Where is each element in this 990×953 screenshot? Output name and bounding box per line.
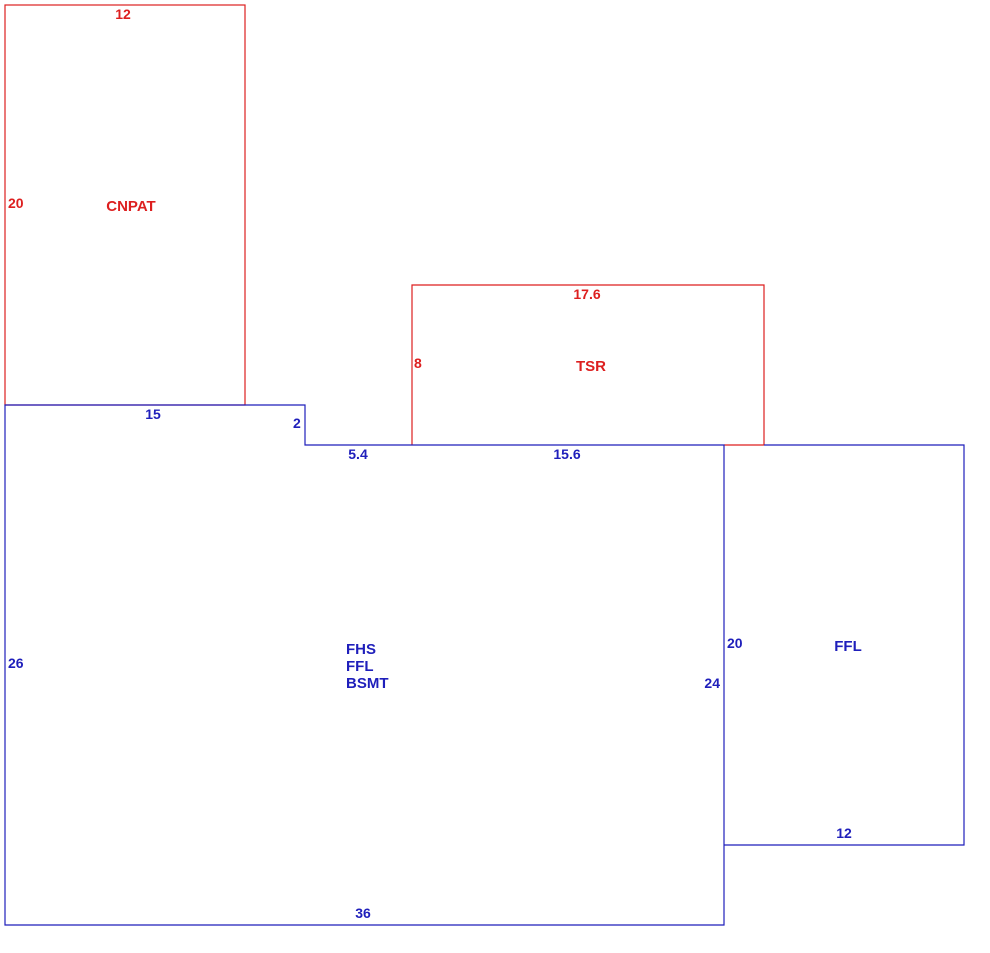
main-dim-left: 26 xyxy=(8,655,24,671)
tsr-area: 17.6 8 TSR xyxy=(411,284,765,446)
ffl-outline xyxy=(724,444,965,846)
tsr-dim-top: 17.6 xyxy=(573,286,600,302)
cnpat-area: 12 20 CNPAT xyxy=(4,4,246,406)
tsr-outline xyxy=(411,284,765,445)
ffl-label: FFL xyxy=(834,638,862,655)
cnpat-dim-top: 12 xyxy=(115,6,131,22)
main-dim-right: 24 xyxy=(704,675,720,691)
main-dim-top-left: 15 xyxy=(145,406,161,422)
ffl-area: 20 12 FFL xyxy=(724,444,965,846)
tsr-dim-left: 8 xyxy=(414,355,422,371)
main-label-bsmt: BSMT xyxy=(346,675,389,692)
main-area: 15 2 5.4 15.6 26 24 36 FHS FFL BSMT xyxy=(4,404,725,926)
main-dim-mid: 5.4 xyxy=(348,446,368,462)
main-label-ffl: FFL xyxy=(346,658,374,675)
main-dim-bottom: 36 xyxy=(355,905,371,921)
main-outline xyxy=(4,404,725,926)
main-dim-step: 2 xyxy=(293,415,301,431)
main-dim-right-top: 15.6 xyxy=(553,446,580,462)
tsr-label: TSR xyxy=(576,358,606,375)
ffl-dim-left: 20 xyxy=(727,635,743,651)
cnpat-dim-left: 20 xyxy=(8,195,24,211)
cnpat-label: CNPAT xyxy=(106,198,155,215)
ffl-dim-bottom: 12 xyxy=(836,825,852,841)
main-label-fhs: FHS xyxy=(346,641,376,658)
